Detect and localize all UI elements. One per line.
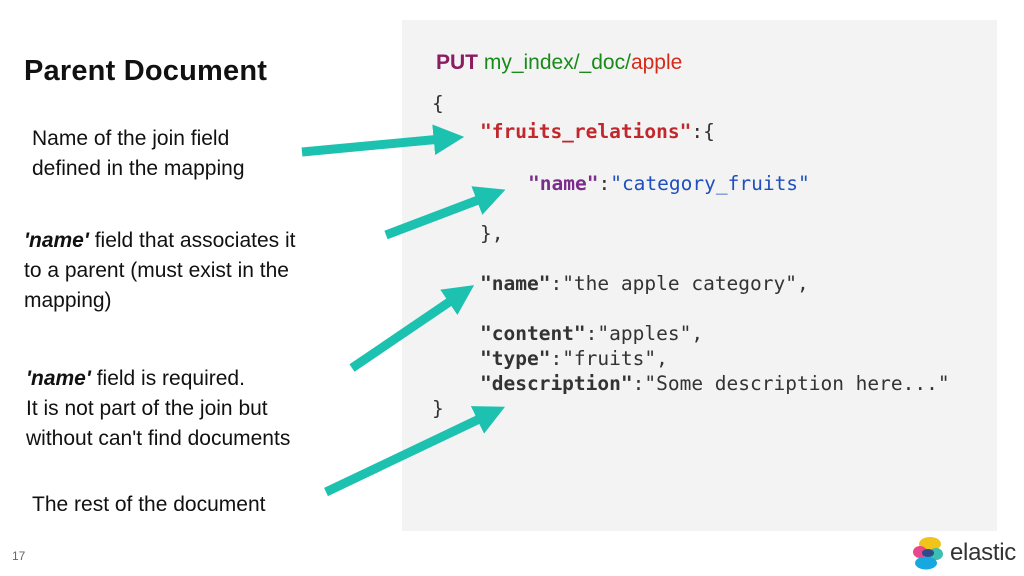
note-emphasis: 'name' [24,229,89,252]
note-line: The rest of the document [32,493,266,516]
note-line: to a parent (must exist in the [24,259,289,282]
request-path: my_index/_doc/ [483,51,631,74]
elastic-logo-icon [913,537,943,570]
code-line-type: "type":"fruits", [480,347,668,370]
note-name-parent: 'name' field that associates it to a par… [24,226,295,316]
code-line-name: "name":"the apple category", [480,272,809,295]
arrow-to-name [349,285,475,372]
note-line: without can't find documents [26,427,291,450]
note-line: It is not part of the join but [26,397,268,420]
code-line-inner-name: "name":"category_fruits" [528,172,810,195]
note-text: field is required. [90,367,245,390]
arrow-to-join-field [301,124,465,157]
http-verb: PUT [436,51,478,74]
description-key: "description" [480,372,633,395]
code-line-join: "fruits_relations":{ [480,120,715,143]
request-line: PUT my_index/_doc/apple [436,51,682,75]
note-join-field: Name of the join field defined in the ma… [32,124,245,184]
code-open-brace: { [432,92,444,115]
join-field-key: "fruits_relations" [480,120,692,143]
note-name-required: 'name' field is required. It is not part… [26,364,290,454]
note-emphasis: 'name' [26,367,91,390]
note-rest-of-document: The rest of the document [32,490,265,520]
code-line-content: "content":"apples", [480,322,703,345]
code-close-brace: } [432,397,444,420]
note-line: defined in the mapping [32,157,245,180]
arrow-to-inner-name [384,186,506,240]
note-text: field that associates it [88,229,296,252]
code-punct: : [598,172,611,195]
description-value: :"Some description here..." [632,372,950,395]
note-line: mapping) [24,289,112,312]
note-line: 'name' field is required. [26,364,290,394]
code-line-description: "description":"Some description here..." [480,372,950,395]
request-doc-id: apple [630,51,683,74]
note-line: Name of the join field [32,127,230,150]
inner-name-key: "name" [528,172,599,195]
content-key: "content" [480,322,586,345]
slide-title: Parent Document [24,55,268,87]
inner-name-value: "category_fruits" [610,172,810,195]
type-value: :"fruits", [550,347,668,370]
slide-number: 17 [12,549,26,563]
code-punct: :{ [691,120,715,143]
note-line: 'name' field that associates it [24,226,295,256]
code-inner-close: }, [480,222,504,245]
elastic-logo: elastic [912,535,1016,571]
name-key: "name" [480,272,551,295]
arrow-to-rest [324,406,506,497]
name-value: :"the apple category", [550,272,809,295]
content-value: :"apples", [585,322,704,345]
code-panel [402,20,997,531]
brand-wordmark: elastic [950,539,1016,566]
type-key: "type" [480,347,551,370]
